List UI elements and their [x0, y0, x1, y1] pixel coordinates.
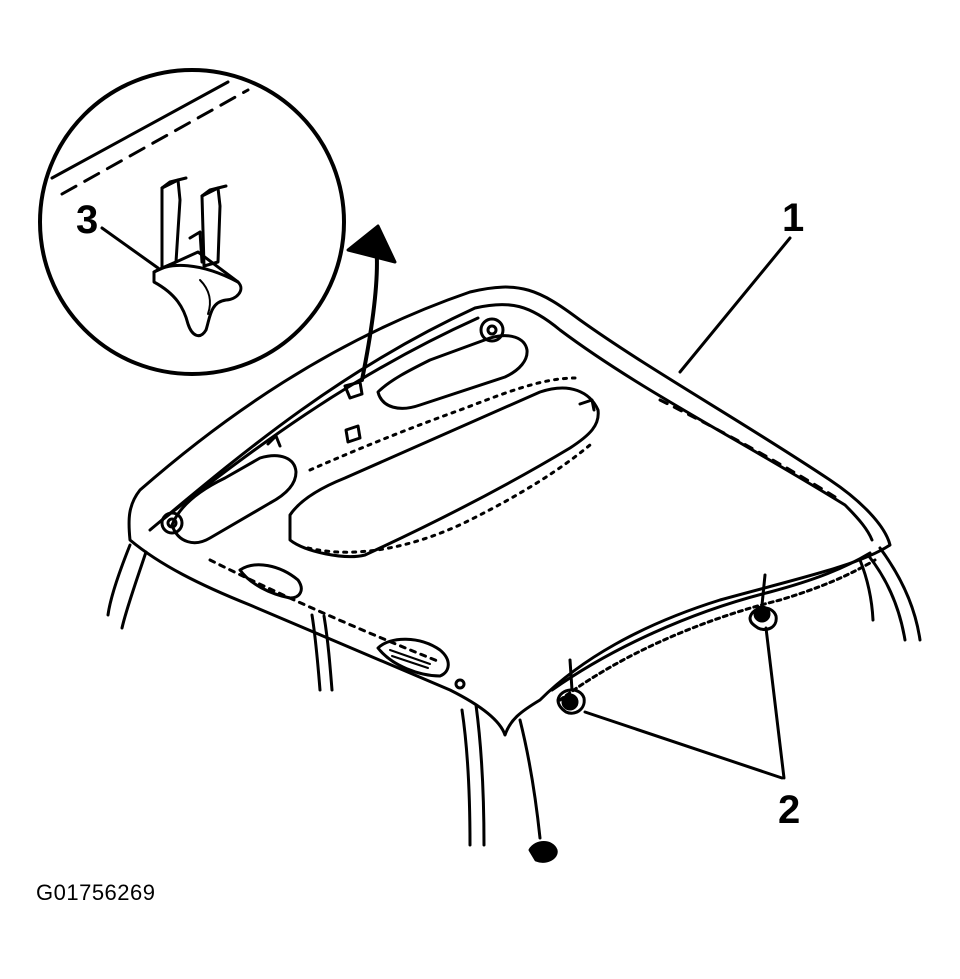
- leader-2a: [583, 710, 784, 780]
- leader-2b: [764, 626, 786, 780]
- callout-1-label: 1: [782, 196, 805, 240]
- inset-arrow: [346, 224, 397, 382]
- clip-inset: [38, 68, 346, 376]
- figure-id: G01756269: [36, 880, 156, 905]
- leader-3: [100, 226, 160, 270]
- leader-lines: [100, 226, 792, 780]
- headliner: [127, 285, 892, 737]
- leader-1: [678, 236, 792, 374]
- retainer-clips: [518, 573, 778, 863]
- vehicle-body: [106, 543, 922, 847]
- callout-3-label: 3: [76, 198, 99, 242]
- callout-2-label: 2: [778, 788, 801, 832]
